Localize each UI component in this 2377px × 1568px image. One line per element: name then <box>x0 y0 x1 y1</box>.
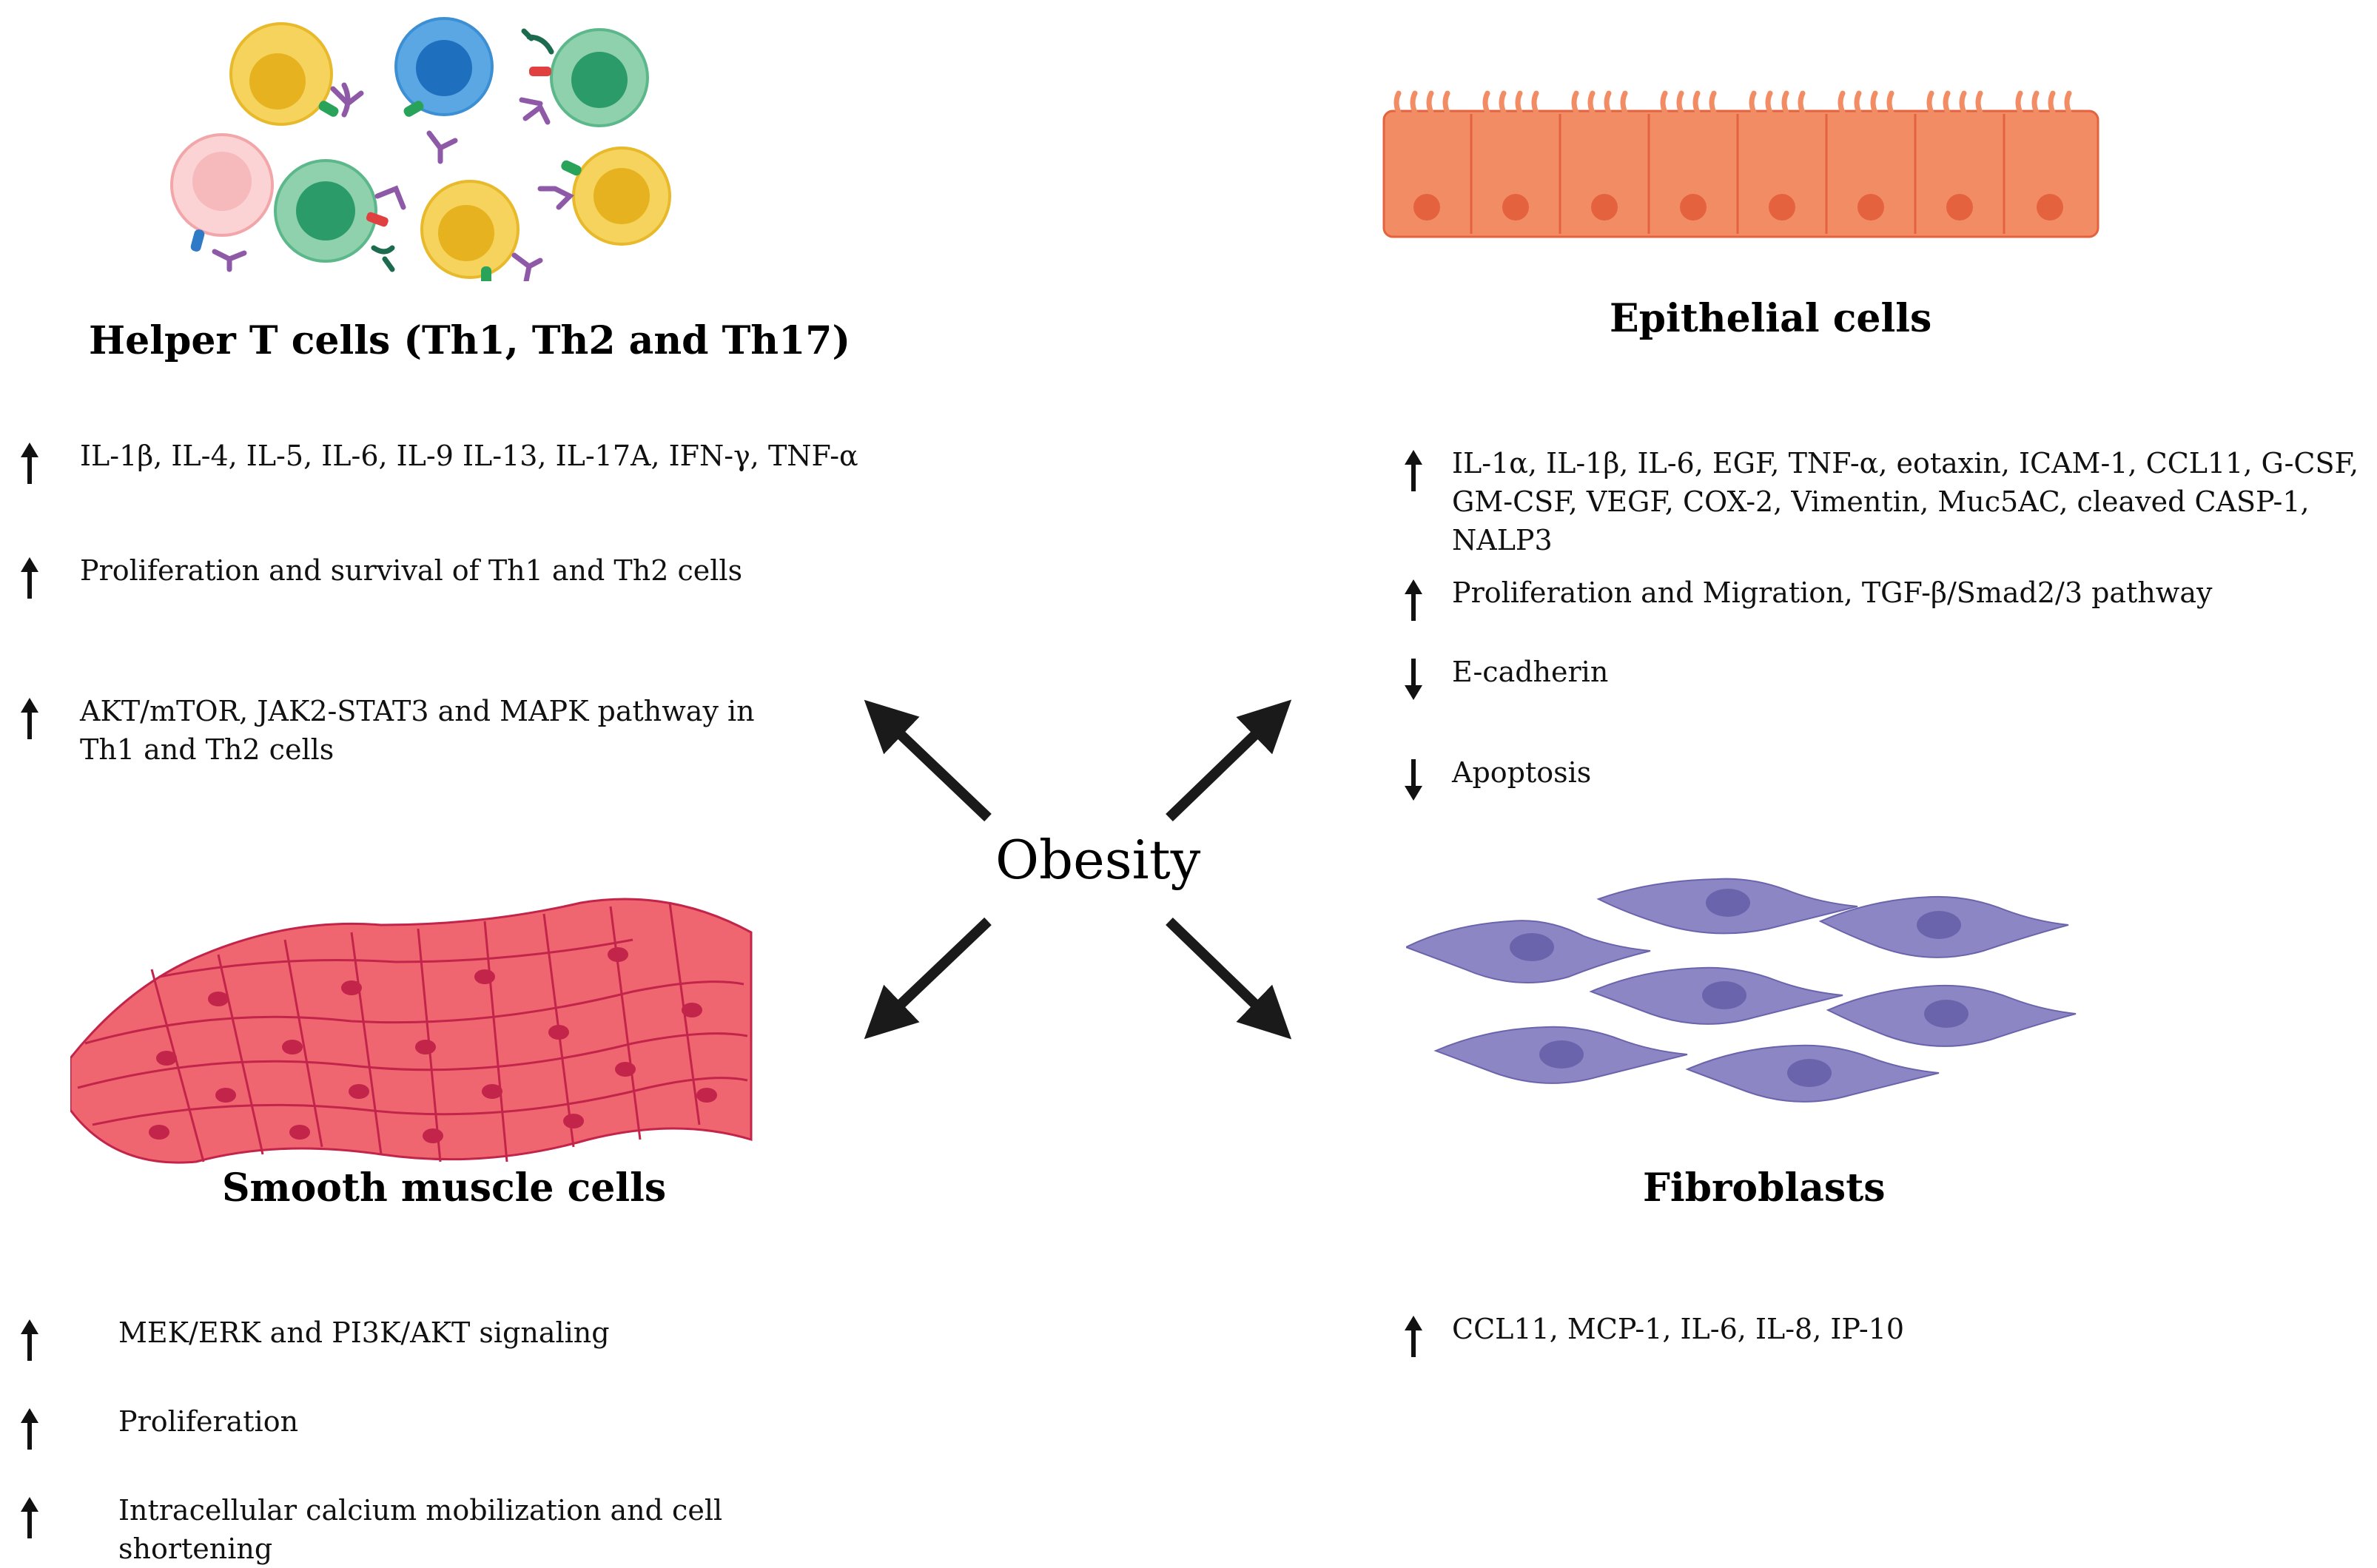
t-cell-yellow-1 <box>229 22 364 126</box>
down-arrow-icon <box>1399 657 1428 701</box>
t-cell-blue <box>394 17 494 164</box>
obesity-label: Obesity <box>995 829 1201 891</box>
up-arrow-icon <box>15 696 44 741</box>
arrow-to-fibroblasts <box>1166 917 1292 1040</box>
smooth-muscle-illustration <box>70 898 753 1164</box>
smooth-muscle-item-1: MEK/ERK and PI3K/AKT signaling <box>15 1313 866 1362</box>
fibroblasts-heading: Fibroblasts <box>1643 1165 1886 1211</box>
arrow-to-smooth-muscle <box>864 917 992 1040</box>
epithelial-item-3: E-cadherin <box>1399 653 2368 701</box>
smooth-muscle-item-3: Intracellular calcium mobilization and c… <box>15 1491 866 1568</box>
helper-t-cells-heading: Helper T cells (Th1, Th2 and Th17) <box>89 318 851 363</box>
smooth-muscle-heading: Smooth muscle cells <box>222 1165 667 1211</box>
t-cell-pink <box>170 133 274 272</box>
up-arrow-icon <box>15 441 44 485</box>
t-cell-yellow-2 <box>420 180 543 281</box>
down-arrow-icon <box>1399 758 1428 802</box>
smooth-muscle-item-2: Proliferation <box>15 1402 866 1451</box>
t-cells-item-1: IL-1β, IL-4, IL-5, IL-6, IL-9 IL-13, IL-… <box>15 437 866 485</box>
obesity-arrows <box>864 699 1292 1040</box>
up-arrow-icon <box>15 1407 44 1451</box>
t-cell-yellow-3 <box>537 147 671 246</box>
t-cells-item-3: AKT/mTOR, JAK2-STAT3 and MAPK pathway in… <box>15 692 755 769</box>
fibroblasts-illustration <box>1406 878 2077 1103</box>
up-arrow-icon <box>15 1318 44 1362</box>
epithelial-item-1: IL-1α, IL-1β, IL-6, EGF, TNF-α, eotaxin,… <box>1399 444 2368 559</box>
up-arrow-icon <box>15 1495 44 1540</box>
up-arrow-icon <box>1399 578 1428 622</box>
epithelial-cells-illustration <box>1382 90 2099 238</box>
epithelial-item-4: Apoptosis <box>1399 753 2368 802</box>
up-arrow-icon <box>1399 448 1428 493</box>
up-arrow-icon <box>1399 1314 1428 1359</box>
arrow-to-t-cells <box>864 699 992 822</box>
epithelial-item-2: Proliferation and Migration, TGF-β/Smad2… <box>1399 573 2368 622</box>
t-cell-green-2 <box>274 159 406 272</box>
epithelial-cells-heading: Epithelial cells <box>1610 296 1932 341</box>
arrow-to-epithelial <box>1166 699 1292 822</box>
t-cell-green-1 <box>519 28 649 127</box>
up-arrow-icon <box>15 556 44 600</box>
fibroblasts-item-1: CCL11, MCP-1, IL-6, IL-8, IP-10 <box>1399 1310 2368 1359</box>
t-cells-item-2: Proliferation and survival of Th1 and Th… <box>15 551 866 600</box>
helper-t-cells-illustration <box>170 17 671 281</box>
